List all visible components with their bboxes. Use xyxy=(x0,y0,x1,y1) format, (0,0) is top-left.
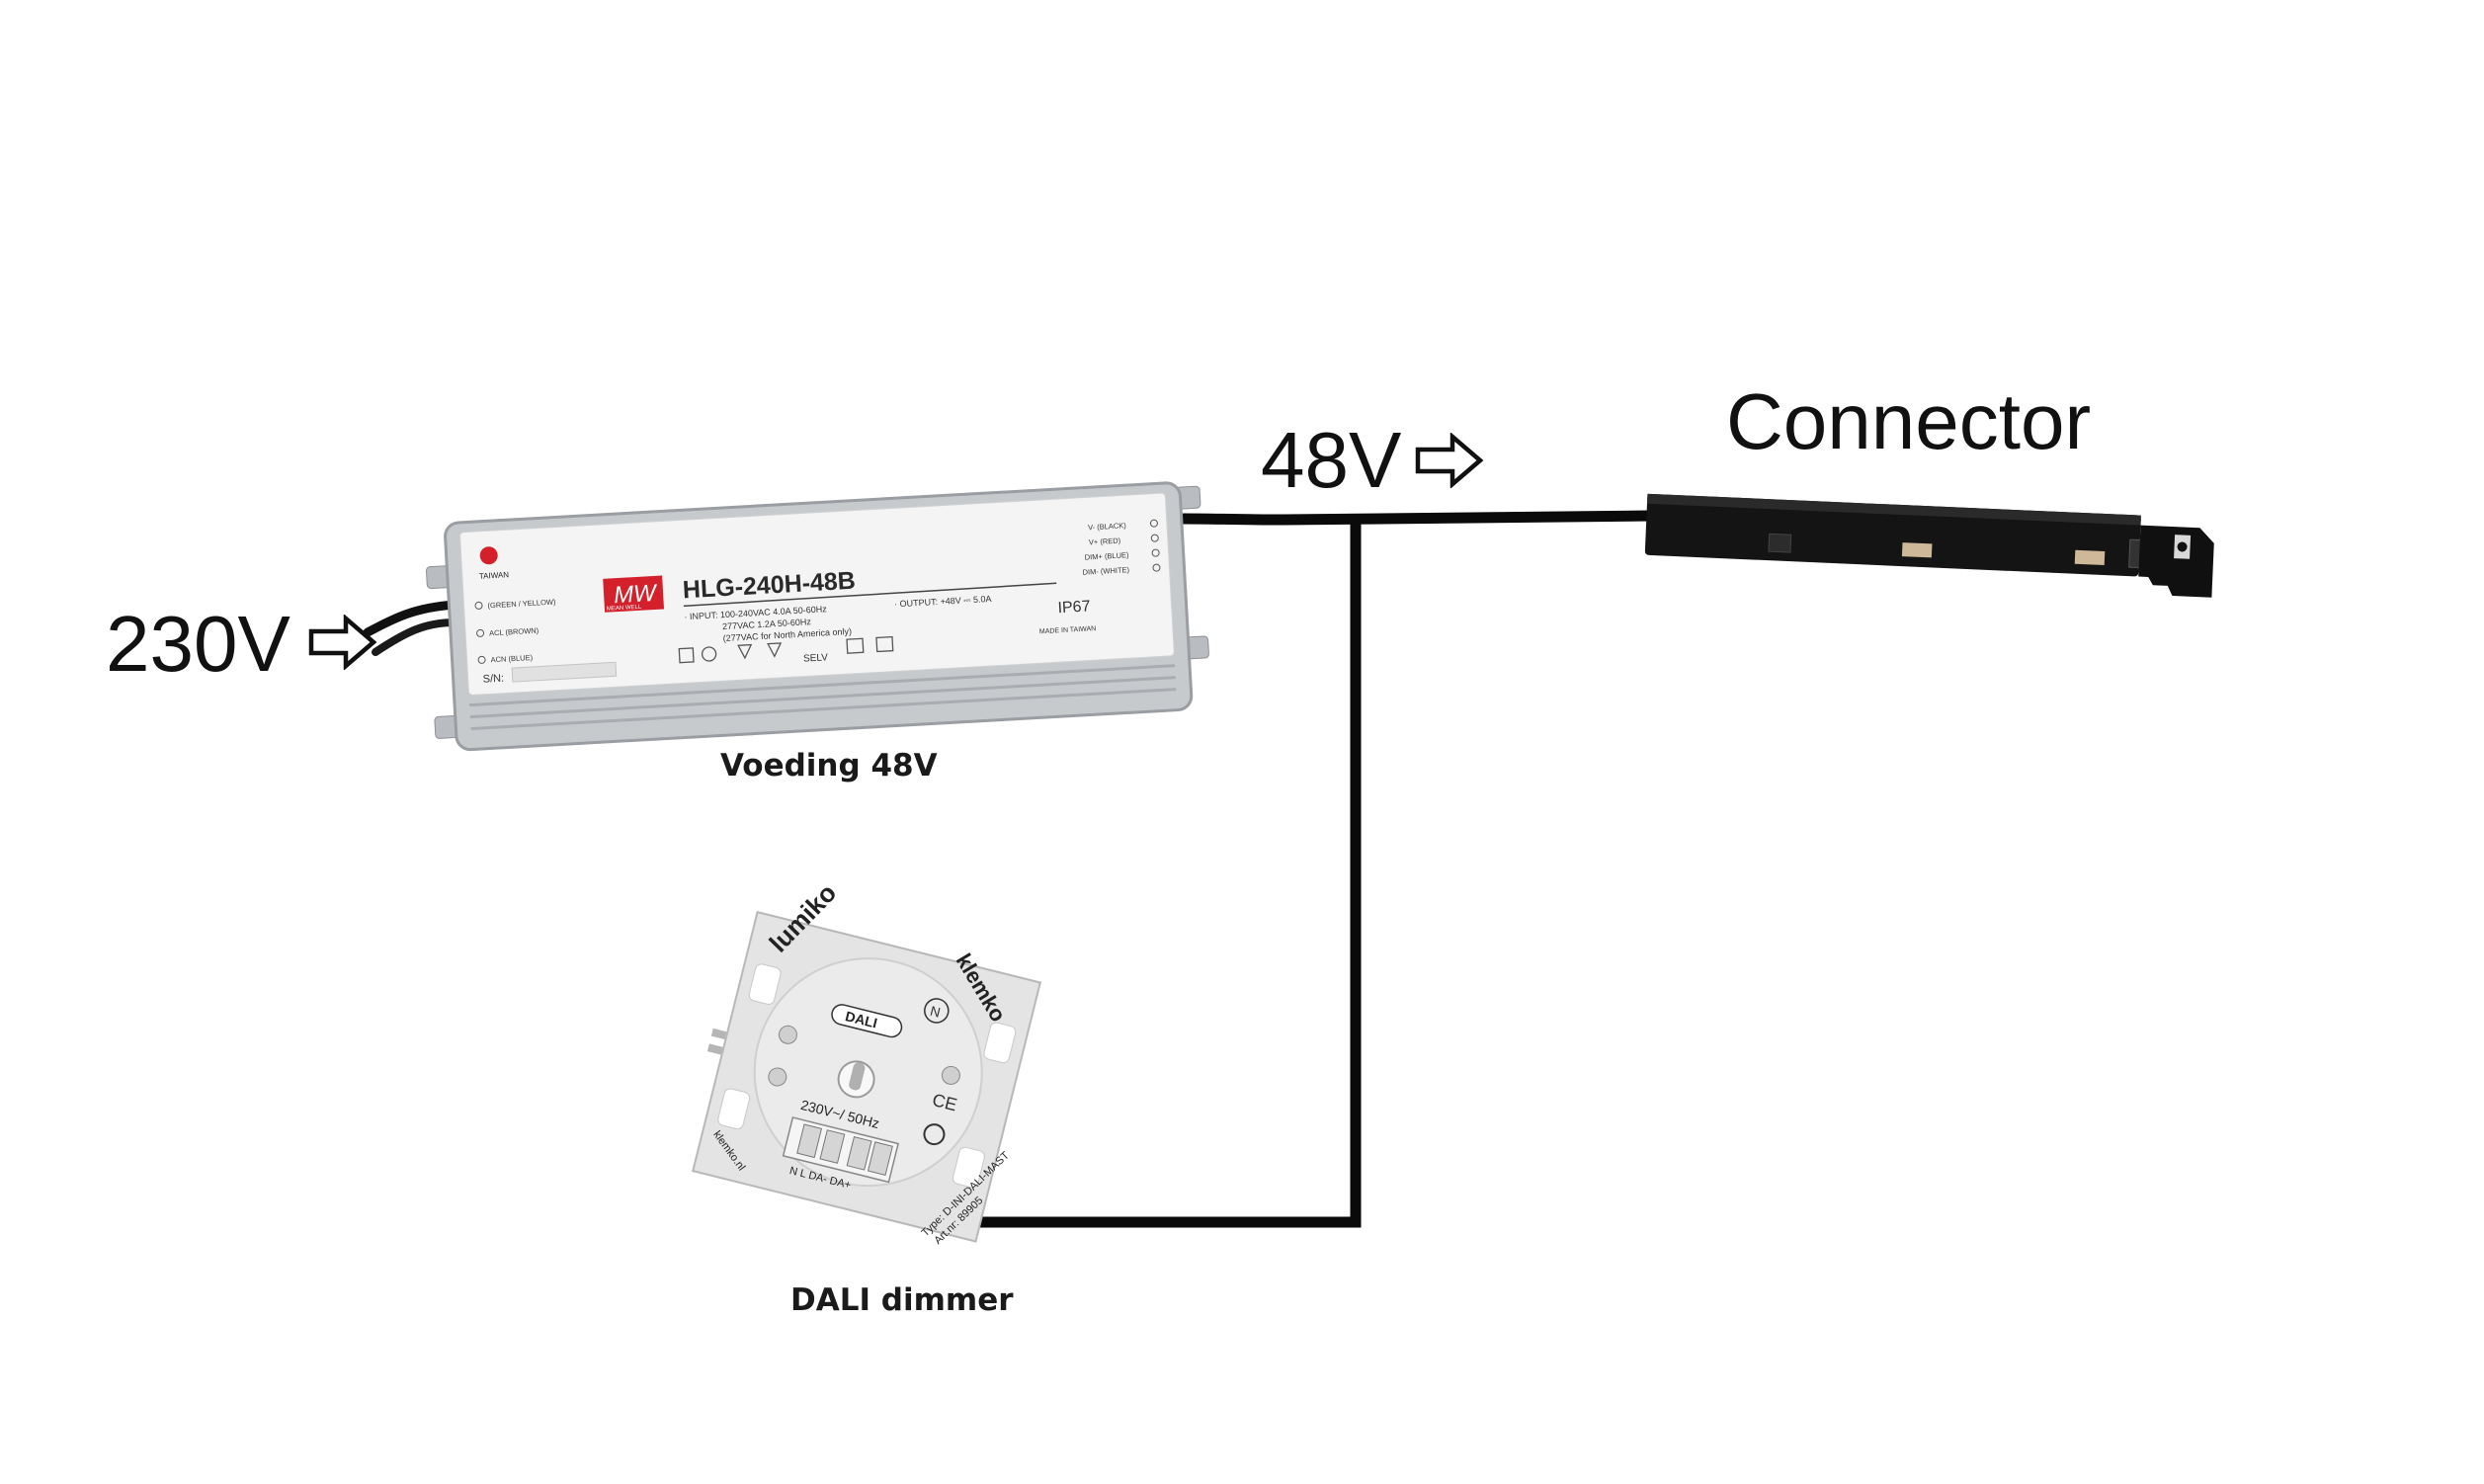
dimmer-caption: DALI dimmer xyxy=(790,1282,1014,1318)
psu-wire-blue: ACN (BLUE) xyxy=(490,653,533,664)
dali-bus-wire xyxy=(919,522,1362,1228)
psu-brand-top: MW xyxy=(613,580,658,609)
input-arrow-icon xyxy=(308,614,377,675)
psu-out-black: V- (BLACK) xyxy=(1088,521,1127,532)
psu-made-in: MADE IN TAIWAN xyxy=(1039,625,1097,635)
connector-label: Connector xyxy=(1726,377,2092,465)
psu-origin: TAIWAN xyxy=(479,570,510,581)
input-cable xyxy=(363,600,459,656)
dali-dimmer: lumiko klemko N DALI CE 230V~/ 50Hz N L … xyxy=(692,877,1042,1247)
psu-serial-label: S/N: xyxy=(482,673,504,686)
psu-out-dim-blue: DIM+ (BLUE) xyxy=(1085,550,1130,562)
psu-wire-brown: ACL (BROWN) xyxy=(489,626,539,638)
track-connector xyxy=(1644,493,2214,598)
psu-brand-bottom: MEAN WELL xyxy=(607,605,642,613)
psu-out-dim-white: DIM- (WHITE) xyxy=(1082,565,1129,577)
input-voltage-label: 230V xyxy=(106,600,290,688)
output-arrow-icon xyxy=(1415,432,1484,493)
output-cable xyxy=(1178,510,1656,526)
svg-text:N: N xyxy=(929,1003,943,1021)
power-supply: TAIWAN MW MEAN WELL HLG-240H-48B · INPUT… xyxy=(425,481,1209,752)
psu-out-red: V+ (RED) xyxy=(1089,536,1121,547)
psu-selv: SELV xyxy=(803,652,829,664)
psu-ip-rating: IP67 xyxy=(1057,598,1091,617)
psu-wire-green: (GREEN / YELLOW) xyxy=(487,598,556,611)
dimmer-protocol: DALI xyxy=(844,1008,879,1031)
output-voltage-label: 48V xyxy=(1261,416,1402,504)
psu-caption: Voeding 48V xyxy=(720,748,938,783)
